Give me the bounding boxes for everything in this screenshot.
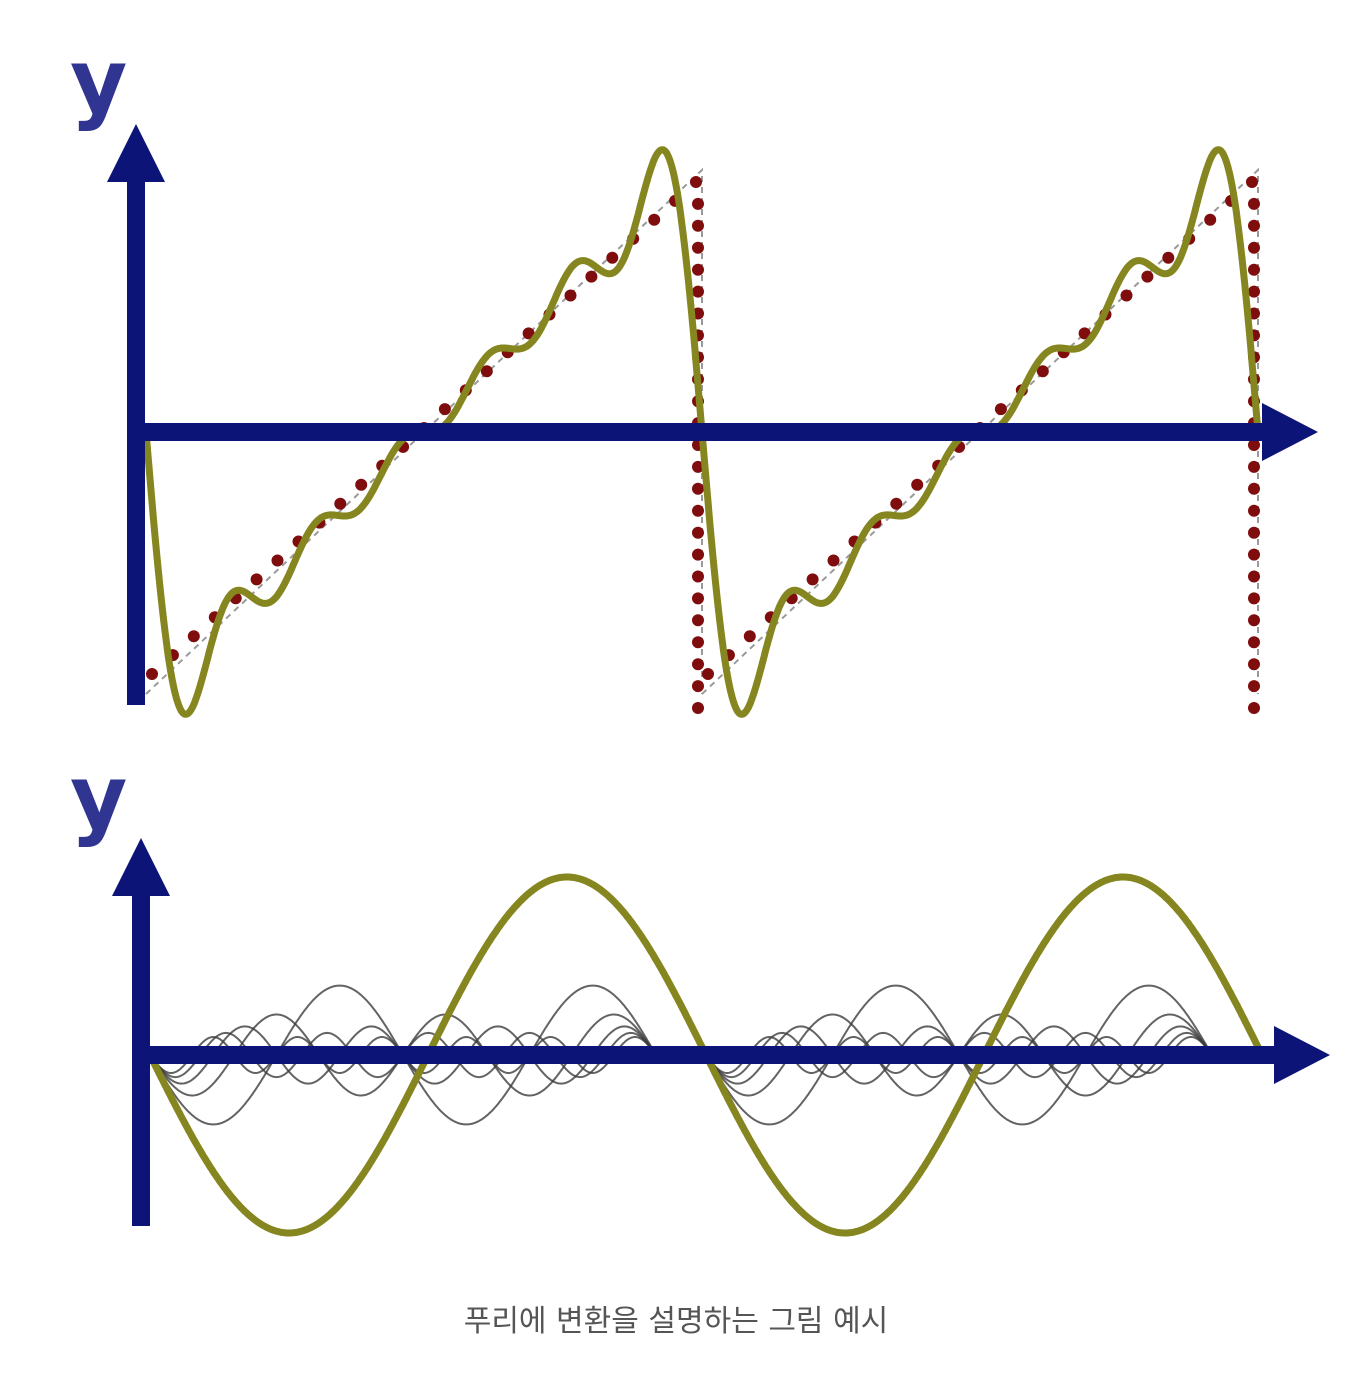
sawtooth-target-dot xyxy=(692,570,704,583)
bottom-x-axis-arrowhead xyxy=(1274,1026,1330,1084)
sawtooth-target-dot xyxy=(1248,504,1260,517)
sawtooth-target-dot xyxy=(692,219,704,232)
sawtooth-target-dot xyxy=(692,636,704,649)
sawtooth-target-dot xyxy=(334,497,347,510)
sawtooth-target-dot xyxy=(648,213,661,226)
sawtooth-target-dot xyxy=(1248,263,1260,276)
bottom-panel-sine-components: y xyxy=(70,746,1330,1237)
sawtooth-target-dot xyxy=(692,702,704,714)
sawtooth-target-dot xyxy=(692,504,704,517)
sawtooth-target-dot xyxy=(702,668,714,680)
top-y-axis-label: y xyxy=(70,30,127,133)
sawtooth-target-dot xyxy=(692,592,704,605)
sawtooth-target-dot xyxy=(692,241,704,254)
top-sawtooth-target-line xyxy=(145,167,1259,695)
sawtooth-target-dot xyxy=(1120,289,1133,302)
sawtooth-target-dot xyxy=(1162,251,1175,264)
sawtooth-target-dot xyxy=(692,197,704,210)
sawtooth-target-dot xyxy=(1248,460,1260,473)
top-x-axis-arrowhead xyxy=(1262,403,1318,461)
sawtooth-target-dot xyxy=(1248,548,1260,561)
sawtooth-target-dot xyxy=(1248,439,1260,451)
sawtooth-target-dot xyxy=(692,548,704,561)
sawtooth-target-dot xyxy=(890,497,903,510)
sawtooth-target-dot xyxy=(250,573,263,586)
sawtooth-target-dot xyxy=(522,327,535,340)
sawtooth-target-dot xyxy=(1141,270,1154,283)
sawtooth-target-dot xyxy=(438,403,451,416)
sawtooth-target-dot xyxy=(480,365,493,378)
sawtooth-target-dot xyxy=(911,478,924,491)
sawtooth-target-dot xyxy=(692,680,704,693)
bottom-y-axis-arrowhead xyxy=(112,838,170,896)
sawtooth-target-dot xyxy=(187,630,200,643)
sawtooth-target-dot xyxy=(1248,658,1260,671)
sawtooth-target-dot xyxy=(692,263,704,276)
top-y-axis-arrowhead xyxy=(107,124,165,182)
sawtooth-target-dot xyxy=(355,478,368,491)
top-panel-sawtooth-approximation: y xyxy=(70,30,1318,718)
sawtooth-target-dot xyxy=(271,554,284,567)
sawtooth-target-dot xyxy=(564,289,577,302)
sawtooth-target-dot xyxy=(692,614,704,627)
sawtooth-target-dot xyxy=(1248,219,1260,232)
sawtooth-target-dot xyxy=(1248,614,1260,627)
sawtooth-target-dot xyxy=(1248,241,1260,254)
sawtooth-target-dot xyxy=(1246,176,1258,188)
sawtooth-target-dot xyxy=(692,526,704,539)
sawtooth-target-dot xyxy=(692,460,704,473)
sawtooth-target-dot xyxy=(690,176,702,188)
sawtooth-target-dot xyxy=(146,668,158,680)
sawtooth-target-dot xyxy=(1248,570,1260,583)
sawtooth-target-dot xyxy=(1248,680,1260,693)
sawtooth-target-dot xyxy=(994,403,1007,416)
sawtooth-target-dot xyxy=(827,554,840,567)
sawtooth-target-dot xyxy=(1248,482,1260,495)
sawtooth-target-dot xyxy=(1248,526,1260,539)
sawtooth-target-dot xyxy=(1248,592,1260,605)
bottom-y-axis-label: y xyxy=(70,746,127,849)
sawtooth-target-dot xyxy=(1204,213,1217,226)
sawtooth-target-dot xyxy=(606,251,619,264)
sawtooth-target-dot xyxy=(692,482,704,495)
sawtooth-target-dot xyxy=(692,285,704,298)
sawtooth-target-dot xyxy=(1248,636,1260,649)
sawtooth-target-dot xyxy=(1248,285,1260,298)
sawtooth-target-dot xyxy=(1248,702,1260,714)
sawtooth-target-dot xyxy=(743,630,756,643)
sawtooth-target-dot xyxy=(692,658,704,671)
figure-caption: 푸리에 변환을 설명하는 그림 예시 xyxy=(463,1304,889,1339)
sawtooth-target-dot xyxy=(1078,327,1091,340)
fourier-figure: y y xyxy=(70,30,1330,1237)
sawtooth-target-dot xyxy=(1248,197,1260,210)
sawtooth-target-dot xyxy=(806,573,819,586)
sawtooth-target-dot xyxy=(585,270,598,283)
sawtooth-target-dot xyxy=(1036,365,1049,378)
